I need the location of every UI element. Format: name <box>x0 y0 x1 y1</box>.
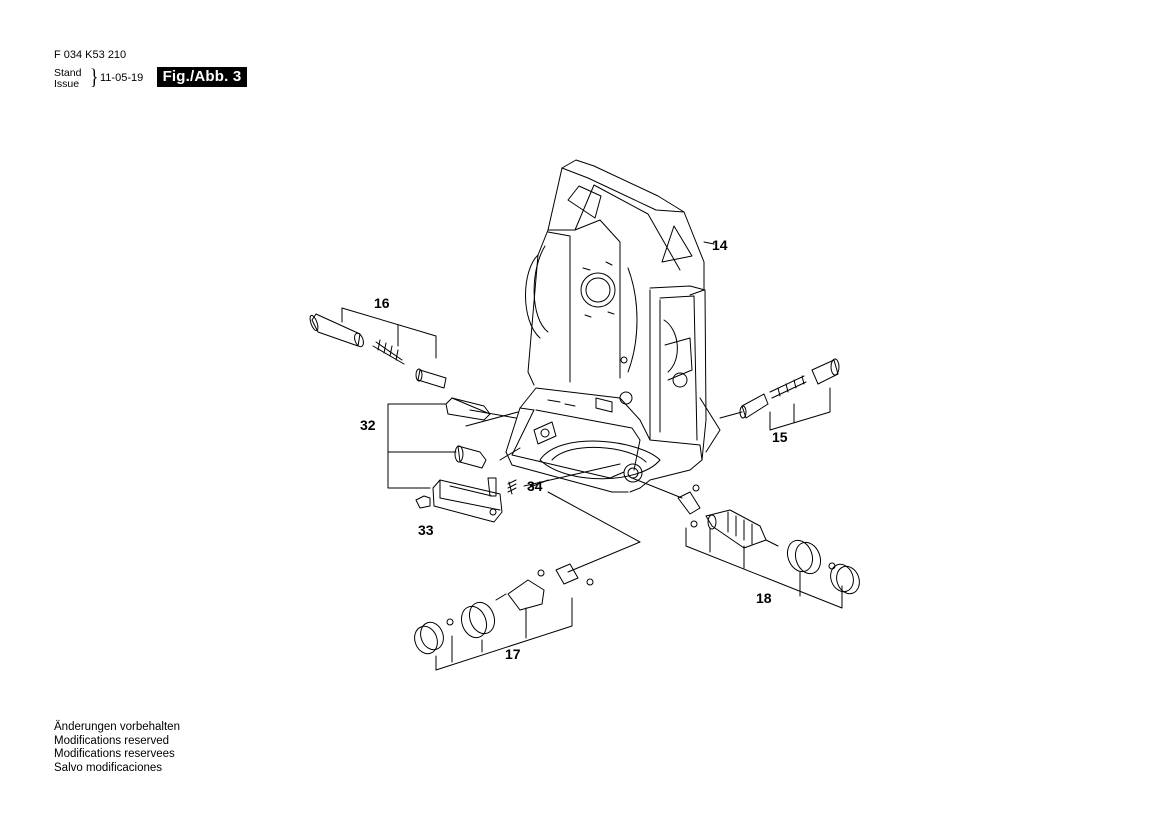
part-15-pin-set <box>739 358 840 431</box>
modification-notes: Änderungen vorbehalten Modifications res… <box>54 721 180 775</box>
label-33: 33 <box>418 522 434 538</box>
label-18: 18 <box>756 590 772 606</box>
housing-frame <box>505 159 721 493</box>
leader-lines <box>387 241 743 573</box>
note-french: Modifications reservees <box>54 748 175 761</box>
label-16: 16 <box>374 295 390 311</box>
label-14: 14 <box>712 237 728 253</box>
part-18-drive-assembly <box>677 484 860 609</box>
label-15: 15 <box>772 429 788 445</box>
part-17-drive-assembly <box>414 563 594 671</box>
note-german: Änderungen vorbehalten <box>54 721 180 733</box>
note-spanish: Salvo modificaciones <box>54 761 163 774</box>
figure-badge: Fig./Abb. 3 <box>157 67 247 87</box>
note-english: Modifications reserved <box>54 734 170 747</box>
part-16-pin-set <box>309 307 447 389</box>
stand-issue-labels: Stand Issue <box>54 68 81 90</box>
part-32-33-34-group <box>415 397 517 523</box>
document-number: F 034 K53 210 <box>54 49 127 61</box>
label-17: 17 <box>505 646 521 662</box>
brace-symbol: } <box>90 64 99 89</box>
label-32: 32 <box>360 417 376 433</box>
issue-date: 11-05-19 <box>100 72 144 84</box>
issue-label: Issue <box>54 78 80 90</box>
label-34: 34 <box>527 478 543 494</box>
stand-label: Stand <box>54 67 82 79</box>
